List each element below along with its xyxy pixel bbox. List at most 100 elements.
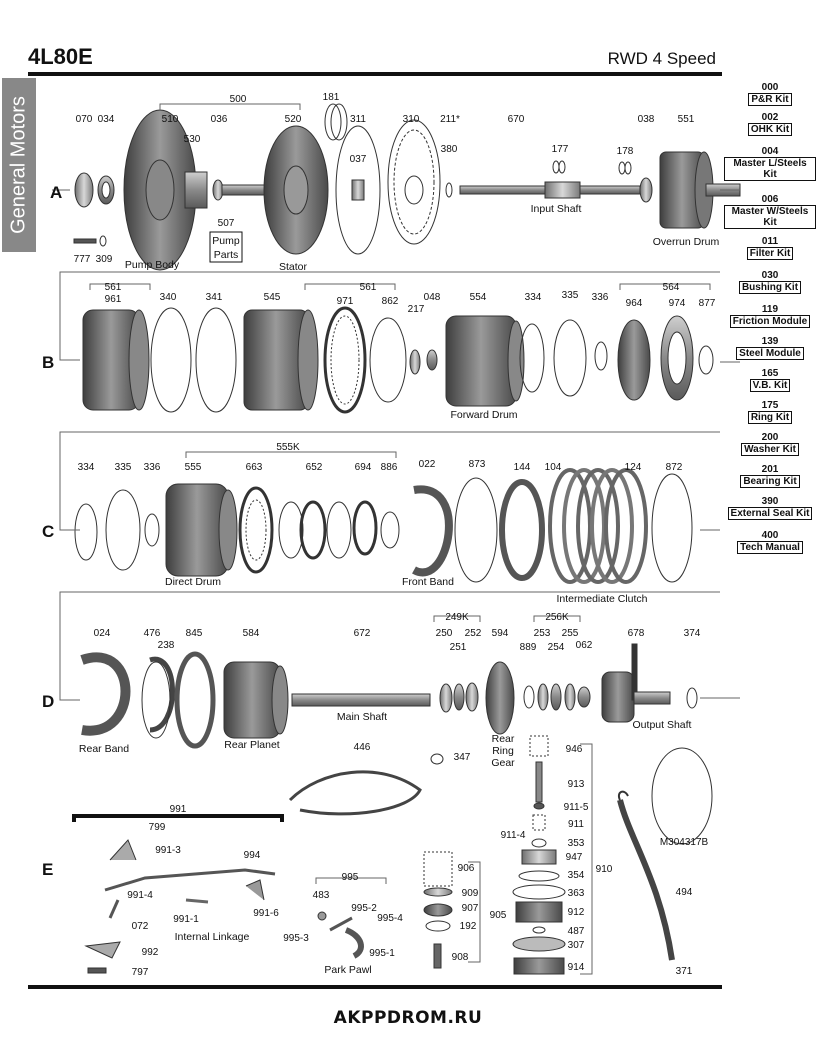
part-label-a: 070 [76,114,93,125]
part-label-d: 255 [562,628,579,639]
caption-gear: Gear [491,757,515,769]
part-label-a: 551 [678,114,695,125]
kit-number: 165 [761,368,779,379]
kit-label: OHK Kit [747,123,793,136]
kit-number: 030 [761,270,779,281]
part-label-b: 341 [206,292,223,303]
part-label-e: M304317B [660,837,709,848]
part-label-d: 238 [158,640,175,651]
part-label-e: 911-5 [564,802,589,813]
kit-label: V.B. Kit [749,379,791,392]
part-label-d: 253 [534,628,551,639]
part-label-c: 334 [78,462,95,473]
part-label-d: 476 [144,628,161,639]
part-label-c: 555 [185,462,202,473]
part-label-b: 971 [337,296,354,307]
part-label-e: 307 [568,940,585,951]
part-label-d: 024 [94,628,111,639]
top-rule [28,72,722,76]
part-label-d: 256K [545,612,569,623]
part-label-e: 799 [149,822,166,833]
caption-parts: Parts [214,249,239,261]
part-label-b: 877 [699,298,716,309]
caption-overrun-drum: Overrun Drum [653,236,720,248]
part-label-a: 500 [230,94,247,105]
caption-stator: Stator [279,261,308,273]
part-label-e: 995-4 [377,913,403,924]
caption-input-shaft: Input Shaft [531,203,582,215]
kit-label: Washer Kit [741,443,799,456]
part-label-e: 992 [142,947,159,958]
caption-rear-band: Rear Band [79,743,129,755]
part-label-e: 995-1 [369,948,395,959]
part-label-c: 335 [115,462,132,473]
part-label-c: 694 [355,462,372,473]
part-label-e: 995-3 [283,933,309,944]
caption-internal-linkage: Internal Linkage [175,931,250,943]
part-label-e: 913 [568,779,585,790]
part-label-e: 912 [568,907,585,918]
kit-label: Master L/Steels Kit [724,157,816,181]
part-label-c: 022 [419,459,436,470]
part-label-e: 347 [454,752,471,763]
kit-number: 006 [761,194,779,205]
kit-number: 175 [761,400,779,411]
part-label-e: 911 [568,819,584,830]
caption-main-shaft: Main Shaft [337,711,387,723]
part-label-e: 991 [170,804,187,815]
part-label-b: 561 [105,282,122,293]
part-label-e: 797 [132,967,149,978]
part-label-b: 340 [160,292,177,303]
part-label-d: 672 [354,628,371,639]
kit-number: 002 [761,112,779,123]
part-label-c: 872 [666,462,683,473]
part-label-e: 911-4 [501,830,526,841]
kit-label: Tech Manual [737,541,803,554]
part-label-e: 487 [568,926,585,937]
part-label-e: 908 [452,952,469,963]
part-label-a: 670 [508,114,525,125]
part-label-b: 862 [382,296,399,307]
caption-front-band: Front Band [402,576,454,588]
row-label-b: B [42,353,54,372]
caption-pump: Pump [212,235,240,247]
part-label-d: 584 [243,628,260,639]
bottom-rule [28,985,722,989]
part-label-b: 964 [626,298,643,309]
caption-park-pawl: Park Pawl [324,964,371,976]
part-label-d: 678 [628,628,645,639]
kit-number: 200 [761,432,779,443]
part-label-a: 037 [350,154,367,165]
part-label-c: 663 [246,462,263,473]
part-label-a: 530 [184,134,201,145]
footer-site: AKPPDROM.RU [333,1008,483,1028]
part-label-e: 072 [132,921,149,932]
part-label-d: 249K [445,612,469,623]
kit-number: 000 [761,82,779,93]
part-label-b: 961 [105,294,122,305]
part-label-e: 906 [458,863,475,874]
part-label-c: 886 [381,462,398,473]
row-label-c: C [42,522,54,541]
part-label-e: 991-4 [127,890,153,901]
caption-intermediate-clutch: Intermediate Clutch [556,593,647,605]
part-label-d: 250 [436,628,453,639]
row-label-e: E [42,860,53,879]
part-label-a: 510 [162,114,179,125]
part-label-e: 947 [566,852,583,863]
part-label-c: 104 [545,462,562,473]
part-label-e: 354 [568,870,585,881]
caption-ring: Ring [492,745,514,757]
part-label-e: 353 [568,838,585,849]
part-label-a: 178 [617,146,634,157]
row-label-d: D [42,692,54,711]
